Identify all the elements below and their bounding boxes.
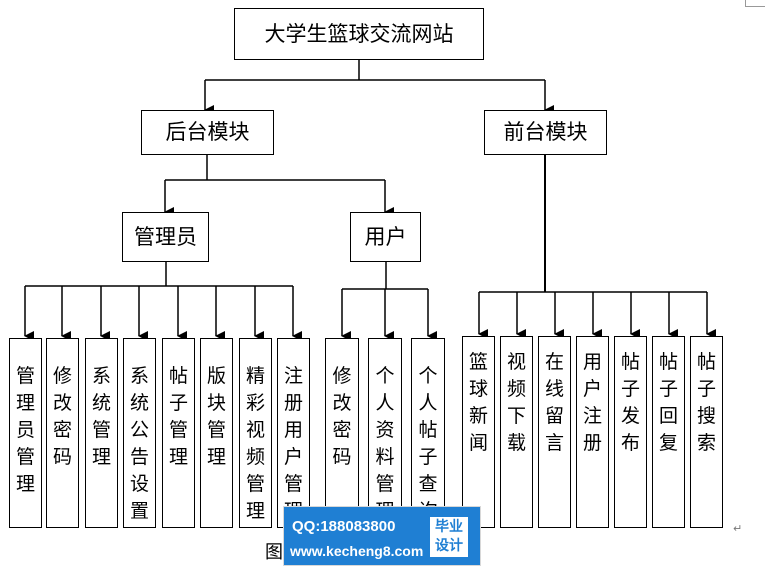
admin-label: 管理员 <box>134 224 197 249</box>
watermark-url: www.kecheng8.com <box>290 543 424 559</box>
leaf-label: 帖子回复 <box>658 351 678 454</box>
admin-leaf-registered-user-management: 注册用户管理 <box>277 338 310 528</box>
leaf-label: 修改密码 <box>52 365 72 468</box>
admin-leaf-system-management: 系统管理 <box>85 338 118 528</box>
leaf-label: 系统公告设置 <box>129 365 149 522</box>
leaf-label: 管理员管理 <box>15 365 35 495</box>
admin-leaf-announcement-settings: 系统公告设置 <box>123 338 156 528</box>
leaf-label: 篮球新闻 <box>468 351 488 454</box>
leaf-label: 个人资料管理 <box>375 365 395 522</box>
frontend-module-label: 前台模块 <box>503 120 588 144</box>
leaf-label: 帖子管理 <box>168 365 188 468</box>
admin-leaf-change-password: 修改密码 <box>46 338 79 528</box>
leaf-label: 精彩视频管理 <box>245 365 265 522</box>
leaf-label: 视频下载 <box>506 351 526 454</box>
user-label: 用户 <box>364 224 407 249</box>
user-node: 用户 <box>350 212 421 262</box>
leaf-label: 用户注册 <box>582 351 602 454</box>
user-leaf-post-query: 个人帖子查询 <box>411 338 445 528</box>
backend-module-node: 后台模块 <box>141 110 274 155</box>
user-leaf-change-password: 修改密码 <box>325 338 359 528</box>
leaf-label: 注册用户管理 <box>283 365 303 522</box>
front-leaf-post-search: 帖子搜索 <box>690 336 723 528</box>
backend-module-label: 后台模块 <box>165 120 250 144</box>
page-corner-mark <box>745 0 765 7</box>
front-leaf-basketball-news: 篮球新闻 <box>462 336 495 528</box>
user-leaf-profile-management: 个人资料管理 <box>368 338 402 528</box>
leaf-label: 修改密码 <box>332 365 352 468</box>
watermark-badge-line1: 毕业 <box>435 519 463 535</box>
root-label: 大学生篮球交流网站 <box>264 21 454 46</box>
front-leaf-user-registration: 用户注册 <box>576 336 609 528</box>
watermark-badge: 毕业 设计 <box>430 517 468 557</box>
leaf-label: 系统管理 <box>91 365 111 468</box>
admin-node: 管理员 <box>122 212 209 262</box>
frontend-module-node: 前台模块 <box>484 110 607 155</box>
paragraph-mark: ↵ <box>733 522 743 535</box>
admin-leaf-post-management: 帖子管理 <box>162 338 195 528</box>
leaf-label: 帖子搜索 <box>696 351 716 454</box>
leaf-label: 个人帖子查询 <box>418 365 438 522</box>
figure-caption: 图 <box>265 542 283 563</box>
root-node: 大学生篮球交流网站 <box>234 8 484 60</box>
admin-leaf-board-management: 版块管理 <box>200 338 233 528</box>
watermark-badge-line2: 设计 <box>435 538 463 554</box>
leaf-label: 帖子发布 <box>620 351 640 454</box>
admin-leaf-admin-management: 管理员管理 <box>9 338 42 528</box>
front-leaf-video-download: 视频下载 <box>500 336 533 528</box>
watermark-banner: QQ:188083800 www.kecheng8.com 毕业 设计 <box>283 506 481 566</box>
admin-leaf-video-management: 精彩视频管理 <box>239 338 272 528</box>
leaf-label: 版块管理 <box>206 365 226 468</box>
front-leaf-online-message: 在线留言 <box>538 336 571 528</box>
leaf-label: 在线留言 <box>544 351 564 454</box>
front-leaf-post-reply: 帖子回复 <box>652 336 685 528</box>
watermark-qq: QQ:188083800 <box>292 518 396 535</box>
front-leaf-post-publish: 帖子发布 <box>614 336 647 528</box>
